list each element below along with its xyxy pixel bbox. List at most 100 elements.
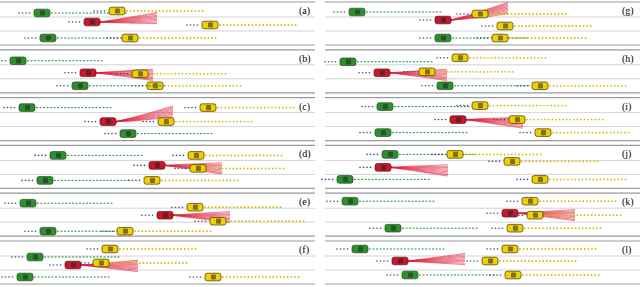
history-dot <box>100 10 102 12</box>
history-dot <box>133 165 135 167</box>
lane-line <box>0 208 315 209</box>
future-dot <box>164 73 166 75</box>
history-dot <box>53 264 55 266</box>
future-dot <box>540 105 542 107</box>
history-dot <box>201 220 203 222</box>
car <box>535 129 551 137</box>
future-dot <box>571 227 573 229</box>
future-dot <box>587 119 589 121</box>
future-dot <box>186 121 188 123</box>
future-dot <box>487 57 489 59</box>
future-dot <box>596 179 598 181</box>
future-dot <box>526 119 528 121</box>
history-dot <box>29 12 31 14</box>
history-dot <box>438 154 440 156</box>
history-dot <box>518 214 520 216</box>
car-window <box>456 117 461 122</box>
history-dot <box>419 19 421 21</box>
future-dot <box>283 168 285 170</box>
future-dot <box>587 274 589 276</box>
future-dot <box>511 13 513 15</box>
future-dot <box>582 227 584 229</box>
car <box>447 151 463 159</box>
predicted-path <box>408 256 465 261</box>
future-dot <box>212 180 214 182</box>
history-dot <box>430 19 432 21</box>
future-dot <box>565 274 567 276</box>
future-dot <box>551 119 553 121</box>
future-path <box>369 249 445 250</box>
future-dot <box>552 37 554 39</box>
car <box>532 176 548 184</box>
lane-line <box>325 64 640 65</box>
future-dot <box>210 230 212 232</box>
history-dot <box>200 276 202 278</box>
future-dot <box>507 154 509 156</box>
car <box>482 257 498 265</box>
car-window <box>515 117 520 122</box>
history-dot <box>460 13 462 15</box>
future-dot <box>558 105 560 107</box>
future-dot <box>582 85 584 87</box>
future-dot <box>173 10 175 12</box>
future-dot <box>514 13 516 15</box>
history-dot <box>523 132 525 134</box>
history-dot <box>383 260 385 262</box>
future-dot <box>170 248 172 250</box>
history-dot <box>361 106 363 108</box>
future-dot <box>539 25 541 27</box>
future-dot <box>192 230 194 232</box>
future-dot <box>578 179 580 181</box>
future-path <box>67 155 143 156</box>
future-dot <box>543 161 545 163</box>
future-dot <box>225 168 227 170</box>
future-dot <box>181 230 183 232</box>
future-dot <box>233 85 235 87</box>
future-dot <box>258 168 260 170</box>
future-dot <box>568 200 570 202</box>
future-dot <box>222 121 224 123</box>
future-dot <box>491 57 493 59</box>
history-dot <box>88 262 90 264</box>
history-dot <box>380 260 382 262</box>
future-dot <box>589 179 591 181</box>
history-dot <box>189 276 191 278</box>
future-dot <box>540 274 542 276</box>
history-dot <box>185 168 187 170</box>
future-dot <box>591 248 593 250</box>
future-dot <box>528 227 530 229</box>
future-dot <box>151 10 153 12</box>
future-dot <box>257 107 259 109</box>
future-dot <box>251 276 253 278</box>
future-dot <box>553 85 555 87</box>
future-dot <box>227 220 229 222</box>
car-window <box>511 272 516 277</box>
history-dot <box>45 155 47 157</box>
lane-line <box>325 97 640 98</box>
future-dot <box>482 154 484 156</box>
future-dot <box>237 206 239 208</box>
history-dot <box>519 132 521 134</box>
future-dot <box>553 260 555 262</box>
lane-line <box>0 145 315 146</box>
future-dot <box>234 220 236 222</box>
future-dot <box>229 168 231 170</box>
future-dot <box>271 107 273 109</box>
history-dot <box>492 161 494 163</box>
future-dot <box>624 132 626 134</box>
future-dot <box>255 206 257 208</box>
future-dot <box>232 107 234 109</box>
lane-line <box>325 31 640 32</box>
future-dot <box>589 227 591 229</box>
history-dot <box>188 107 190 109</box>
future-dot <box>242 107 244 109</box>
future-dot <box>542 37 544 39</box>
future-dot <box>238 220 240 222</box>
future-dot <box>175 262 177 264</box>
future-dot <box>501 71 503 73</box>
future-dot <box>554 25 556 27</box>
future-dot <box>598 274 600 276</box>
future-dot <box>511 154 513 156</box>
car-window <box>478 103 483 108</box>
history-dot <box>498 227 500 229</box>
